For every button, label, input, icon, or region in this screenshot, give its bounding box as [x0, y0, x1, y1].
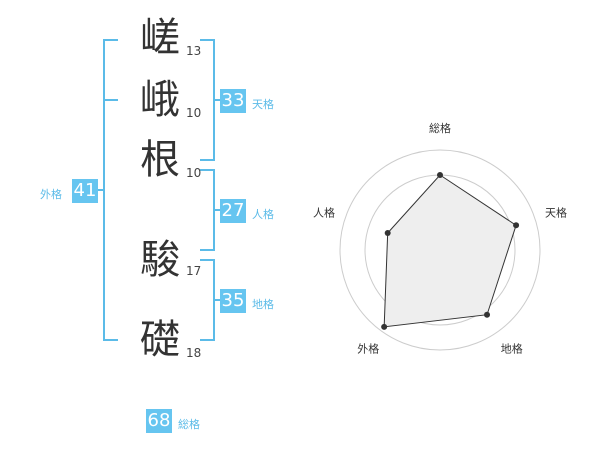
name-char-2-strokes: 10 [186, 106, 202, 120]
name-char-3: 根 [140, 137, 180, 183]
radar-point-2 [513, 222, 520, 229]
soukaku-label: 総格 [178, 418, 200, 431]
name-char-4-strokes: 17 [186, 264, 202, 278]
radar-point-1 [437, 172, 443, 178]
name-char-3-strokes: 10 [186, 166, 202, 180]
name-char-4: 駿 [140, 237, 180, 283]
tenkaku-value: 33 [220, 89, 246, 113]
gaikaku-value: 41 [72, 179, 98, 203]
name-char-1-strokes: 13 [186, 44, 202, 58]
radar-axis-label-1: 総格 [429, 121, 451, 135]
radar-point-4 [381, 323, 388, 330]
radar-polygon [383, 174, 517, 328]
radar-grid-ring-1 [339, 149, 541, 351]
gaikaku-label: 外格 [40, 188, 62, 201]
jinkaku-value: 27 [220, 199, 246, 223]
chikaku-label: 地格 [252, 298, 274, 311]
radar-axis-label-4: 外格 [357, 342, 379, 356]
name-char-1: 嵯 [140, 15, 180, 61]
name-char-5-strokes: 18 [186, 346, 202, 360]
chikaku-value: 35 [220, 289, 246, 313]
tenkaku-label: 天格 [252, 98, 274, 111]
radar-point-3 [484, 311, 491, 318]
radar-axis-label-3: 地格 [501, 342, 523, 356]
name-char-2: 峨 [140, 77, 180, 123]
radar-axis-label-5: 人格 [313, 205, 335, 219]
name-char-5: 礎 [140, 317, 180, 363]
soukaku-value: 68 [146, 409, 172, 433]
radar-point-5 [384, 230, 391, 237]
radar-axis-label-2: 天格 [545, 205, 567, 219]
jinkaku-label: 人格 [252, 208, 274, 221]
